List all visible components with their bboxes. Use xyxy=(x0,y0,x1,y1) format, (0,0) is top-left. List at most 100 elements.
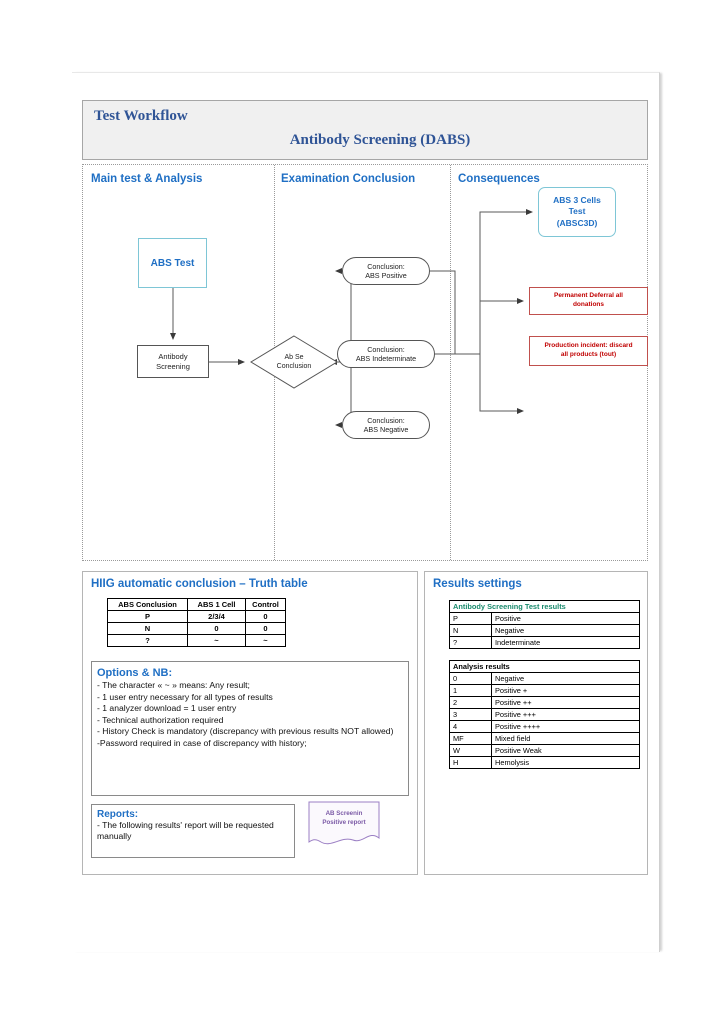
permanent-deferral-label: Permanent Deferral all donations xyxy=(553,292,623,308)
table-row: MF Mixed field xyxy=(449,732,640,745)
analysis-code: H xyxy=(449,756,492,769)
analysis-label: Positive + xyxy=(491,684,640,697)
options-line: - History Check is mandatory (discrepanc… xyxy=(97,726,394,737)
truth-cell: ? xyxy=(107,634,188,647)
abs-test-results-table: Antibody Screening Test results P Positi… xyxy=(449,600,640,649)
analysis-code: 3 xyxy=(449,708,492,721)
truth-cell: P xyxy=(107,610,188,623)
table-row: W Positive Weak xyxy=(449,744,640,757)
abs-3-cells-label: ABS 3 Cells Test (ABSC3D) xyxy=(553,194,601,228)
node-production-incident: Production incident: discard all product… xyxy=(529,336,648,366)
column-header-main-test: Main test & Analysis xyxy=(91,173,203,185)
diamond-shape xyxy=(250,335,338,389)
table-row: 4 Positive ++++ xyxy=(449,720,640,733)
node-antibody-screening-label: Antibody Screening xyxy=(156,352,190,371)
options-line: - The character « ~ » means: Any result; xyxy=(97,680,250,690)
options-line: - 1 analyzer download = 1 user entry xyxy=(97,703,237,714)
reports-title: Reports: xyxy=(97,809,139,820)
conclusion-negative-label: Conclusion: ABS Negative xyxy=(363,415,409,434)
truth-table-header-row: ABS Conclusion ABS 1 Cell Control xyxy=(107,598,286,611)
node-decision-ab-se-conclusion: Ab Se Conclusion xyxy=(250,335,338,389)
report-document-shape xyxy=(308,801,380,845)
page-title: Test Workflow xyxy=(94,108,188,124)
document-icon: AB Screenin Positive report xyxy=(307,800,381,848)
truth-cell: ~ xyxy=(245,634,286,647)
page-subtitle: Antibody Screening (DABS) xyxy=(289,132,471,148)
table-row: N 0 0 xyxy=(107,622,286,635)
analysis-code: 0 xyxy=(449,672,492,685)
table-row: ? ~ ~ xyxy=(107,634,286,647)
truth-cell: 0 xyxy=(187,622,246,635)
table-row: 3 Positive +++ xyxy=(449,708,640,721)
table-row: 0 Negative xyxy=(449,672,640,685)
results-settings-panel: Results settings Antibody Screening Test… xyxy=(424,571,648,875)
column-header-consequences: Consequences xyxy=(458,173,540,185)
node-conclusion-abs-negative: Conclusion: ABS Negative xyxy=(342,411,430,439)
node-antibody-screening: Antibody Screening xyxy=(137,345,209,378)
analysis-code: 1 xyxy=(449,684,492,697)
truth-table-panel-title: HIIG automatic conclusion – Truth table xyxy=(91,578,308,590)
truth-cell: N xyxy=(107,622,188,635)
truth-cell: 2/3/4 xyxy=(187,610,246,623)
analysis-label: Negative xyxy=(491,672,640,685)
node-abs-test: ABS Test xyxy=(138,238,207,288)
analysis-label: Positive +++ xyxy=(491,708,640,721)
conclusion-positive-label: Conclusion: ABS Positive xyxy=(365,261,407,280)
table-row: P 2/3/4 0 xyxy=(107,610,286,623)
analysis-code: 2 xyxy=(449,696,492,709)
abs-results-header: Antibody Screening Test results xyxy=(449,600,640,613)
reports-box: Reports: - The following results' report… xyxy=(91,804,295,858)
options-line: - Technical authorization required xyxy=(97,714,224,725)
analysis-label: Hemolysis xyxy=(491,756,640,769)
truth-table-panel: HIIG automatic conclusion – Truth table … xyxy=(82,571,418,875)
flowchart-panel: Main test & Analysis Examination Conclus… xyxy=(82,164,648,561)
options-title: Options & NB: xyxy=(97,667,173,679)
options-line: - 1 user entry necessary for all types o… xyxy=(97,691,273,702)
analysis-label: Positive ++++ xyxy=(491,720,640,733)
options-line: -Password required in case of discrepanc… xyxy=(97,737,307,748)
abs-result-label: Positive xyxy=(491,612,640,625)
column-header-examination-conclusion: Examination Conclusion xyxy=(281,173,416,185)
truth-table-header-cell: Control xyxy=(245,598,286,611)
truth-table-header-cell: ABS 1 Cell xyxy=(187,598,246,611)
abs-result-label: Indeterminate xyxy=(491,636,640,649)
results-settings-title: Results settings xyxy=(433,578,522,590)
decision-label: Ab Se Conclusion xyxy=(276,353,312,370)
analysis-results-table: Analysis results 0 Negative 1 Positive +… xyxy=(449,660,640,769)
reports-line: - The following results' report will be … xyxy=(97,820,274,842)
truth-cell: 0 xyxy=(245,610,286,623)
column-divider-2 xyxy=(450,165,451,560)
table-header-row: Antibody Screening Test results xyxy=(449,600,640,613)
truth-cell: 0 xyxy=(245,622,286,635)
truth-table: ABS Conclusion ABS 1 Cell Control P 2/3/… xyxy=(107,598,286,647)
table-row: P Positive xyxy=(449,612,640,625)
node-conclusion-abs-positive: Conclusion: ABS Positive xyxy=(342,257,430,285)
node-permanent-deferral: Permanent Deferral all donations xyxy=(529,287,648,315)
table-row: H Hemolysis xyxy=(449,756,640,769)
table-header-row: Analysis results xyxy=(449,660,640,673)
truth-cell: ~ xyxy=(187,634,246,647)
analysis-label: Positive ++ xyxy=(491,696,640,709)
analysis-code: W xyxy=(449,744,492,757)
abs-result-label: Negative xyxy=(491,624,640,637)
truth-table-header-cell: ABS Conclusion xyxy=(107,598,188,611)
production-incident-label: Production incident: discard all product… xyxy=(544,342,633,358)
table-row: 1 Positive + xyxy=(449,684,640,697)
abs-result-code: N xyxy=(449,624,492,637)
analysis-results-header: Analysis results xyxy=(449,660,640,673)
abs-result-code: P xyxy=(449,612,492,625)
conclusion-indeterminate-label: Conclusion: ABS Indeterminate xyxy=(355,344,417,363)
document-header: Test Workflow Antibody Screening (DABS) xyxy=(82,100,648,160)
node-abs-3-cells-test: ABS 3 Cells Test (ABSC3D) xyxy=(538,187,616,237)
abs-result-code: ? xyxy=(449,636,492,649)
node-conclusion-abs-indeterminate: Conclusion: ABS Indeterminate xyxy=(337,340,435,368)
analysis-code: 4 xyxy=(449,720,492,733)
table-row: N Negative xyxy=(449,624,640,637)
document-page: Test Workflow Antibody Screening (DABS) … xyxy=(72,72,660,952)
analysis-label: Positive Weak xyxy=(491,744,640,757)
table-row: ? Indeterminate xyxy=(449,636,640,649)
doc-label-line-2: Positive report xyxy=(322,819,366,827)
doc-label-line-1: AB Screenin xyxy=(325,810,363,817)
options-and-nb-box: Options & NB: - The character « ~ » mean… xyxy=(91,661,409,796)
analysis-label: Mixed field xyxy=(491,732,640,745)
